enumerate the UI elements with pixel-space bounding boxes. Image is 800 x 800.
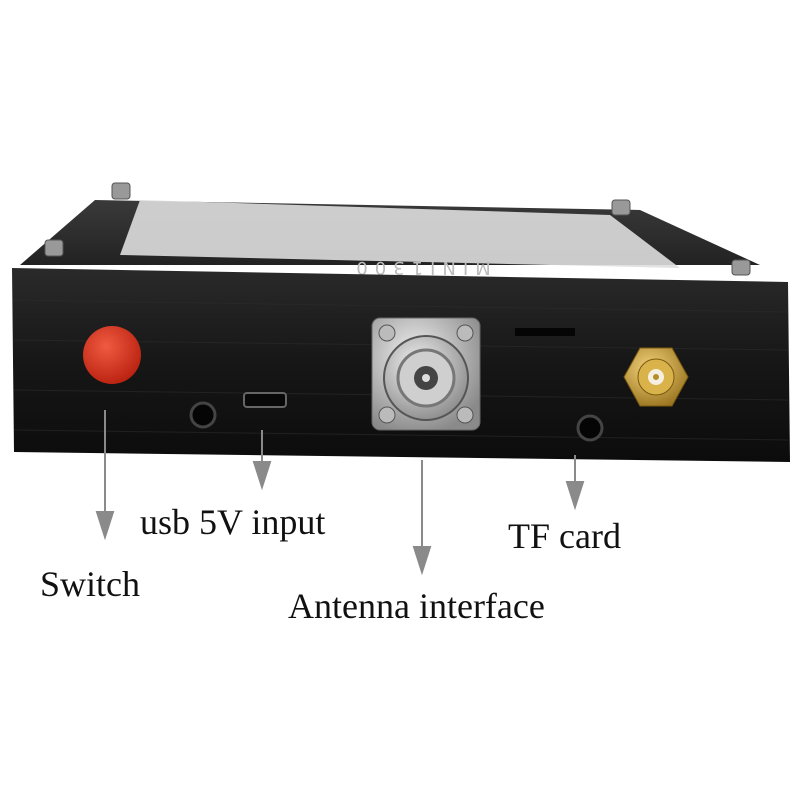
tf-card-slot — [515, 328, 575, 336]
callout-arrows — [95, 410, 585, 576]
jack-right — [576, 414, 604, 442]
screen-protector — [120, 200, 680, 268]
power-button — [83, 326, 141, 384]
antenna-label: Antenna interface — [288, 586, 545, 626]
usb-label: usb 5V input — [140, 502, 326, 542]
tf-card-label: TF card — [508, 516, 621, 556]
jack-left — [189, 401, 217, 429]
usb-port — [243, 392, 287, 408]
switch-label: Switch — [40, 564, 141, 604]
model-marking: MINI1300 — [349, 257, 490, 278]
screws — [44, 182, 751, 276]
